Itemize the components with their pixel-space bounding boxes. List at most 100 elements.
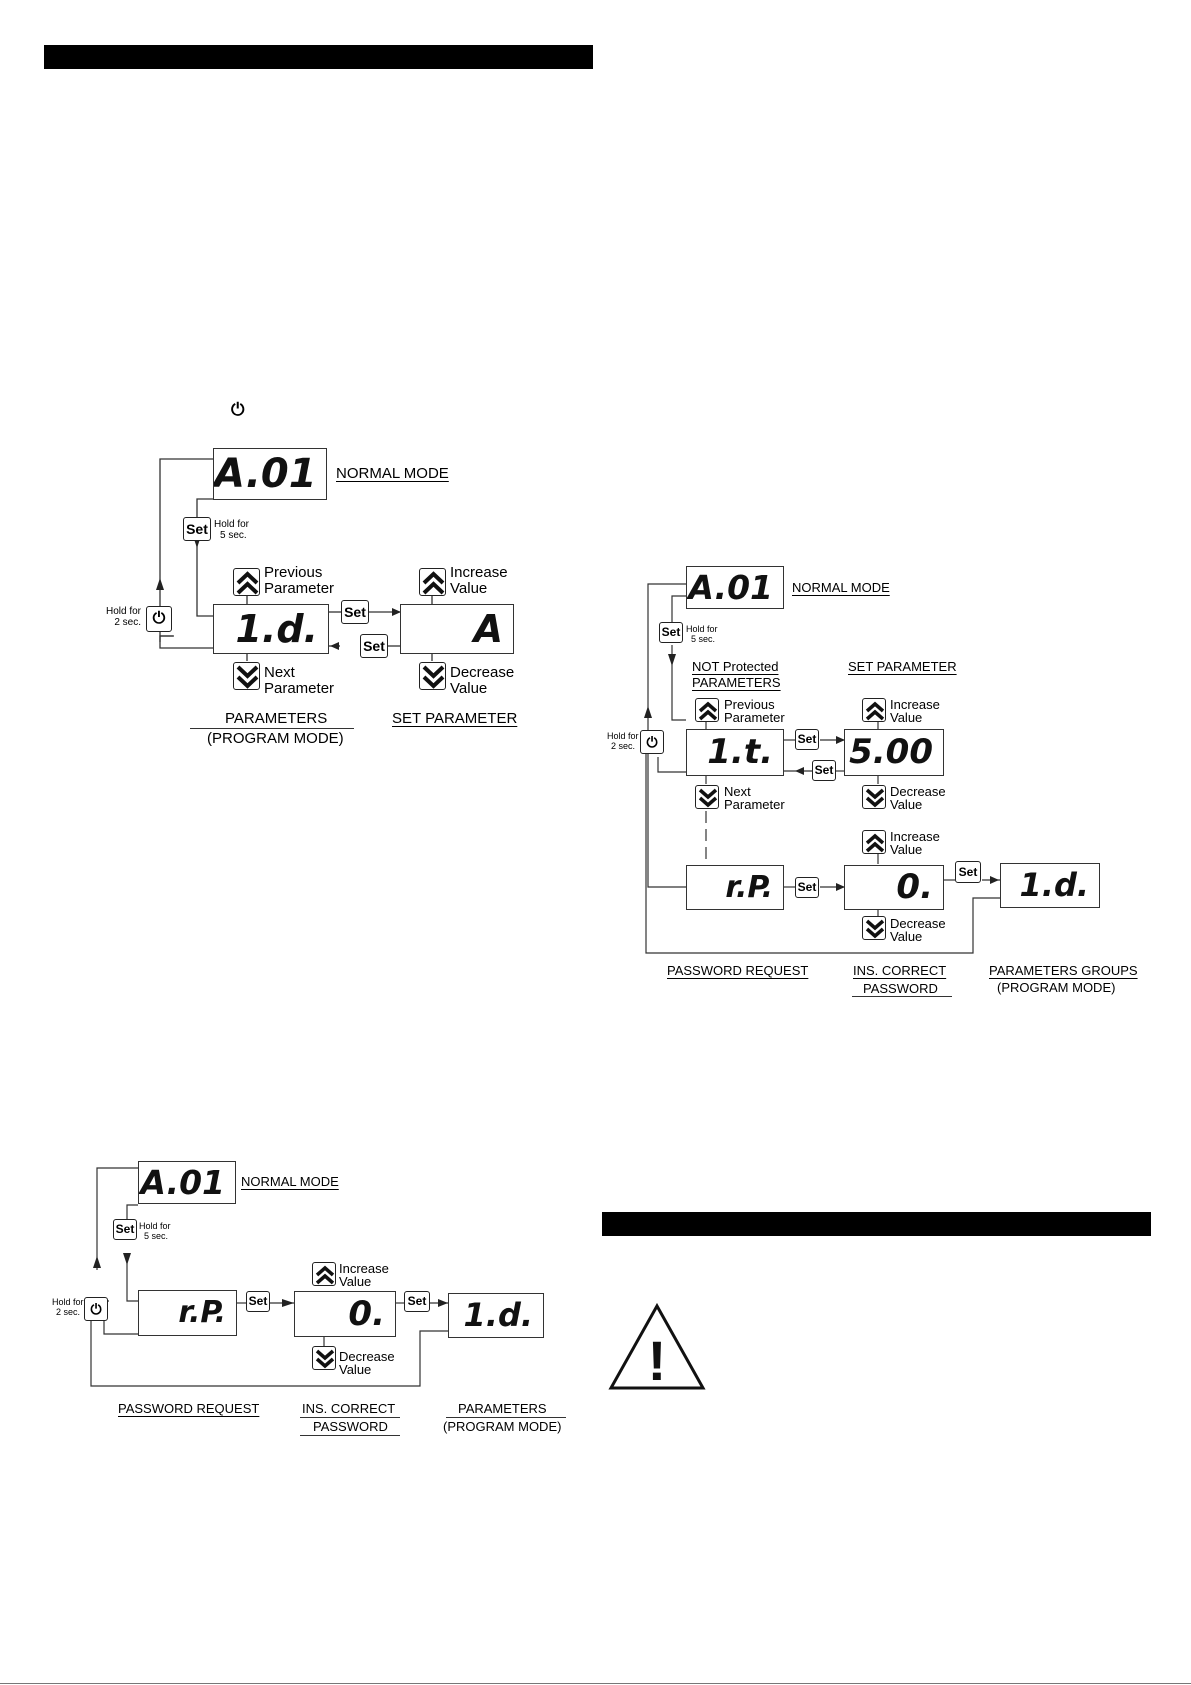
d2-hold5-line1: Hold for — [139, 1221, 171, 1231]
d3-inc-line2: Value — [890, 710, 923, 725]
d3-power-icon: ⏻ — [646, 734, 658, 750]
d1-inc-line1: Increase — [450, 564, 508, 581]
d2-password-rule — [300, 1435, 400, 1436]
power-icon: ⏻ — [231, 400, 245, 419]
d2-display-normal: A.01 — [138, 1161, 236, 1204]
d1-set-parameter-label: SET PARAMETER — [392, 710, 518, 727]
d3-decrease-value-2-label: Decrease Value — [890, 917, 946, 943]
d3-previous-parameter-chevron-up-icon[interactable] — [695, 698, 719, 722]
d3-parameters-groups-label: PARAMETERS GROUPS — [989, 963, 1138, 978]
d2-power-button[interactable]: ⏻ — [84, 1297, 108, 1321]
d2-password-request-label: PASSWORD REQUEST — [118, 1401, 260, 1416]
d3-dec-line2: Value — [890, 797, 923, 812]
d1-decrease-value-label: Decrease Value — [450, 665, 514, 697]
d2-display-zero: 0. — [294, 1291, 396, 1337]
d3-increase-value-label: Increase Value — [890, 698, 940, 724]
d3-previous-parameter-label: Previous Parameter — [724, 698, 785, 724]
d3-dec-line1: Decrease — [890, 784, 946, 799]
d1-previous-parameter-label: Previous Parameter — [264, 565, 334, 597]
d1-next-parameter-label: Next Parameter — [264, 665, 334, 697]
d1-set-back-button[interactable]: Set — [360, 634, 388, 658]
d1-next-line1: Next — [264, 664, 295, 681]
d2-inc-line2: Value — [339, 1274, 372, 1289]
d3-next-parameter-label: Next Parameter — [724, 785, 785, 811]
section-header-bar-right — [602, 1212, 1151, 1236]
warning-exclamation: ! — [648, 1329, 667, 1392]
d1-next-parameter-chevron-down-icon[interactable] — [233, 662, 260, 690]
d3-next-parameter-chevron-down-icon[interactable] — [695, 785, 719, 809]
d1-increase-value-chevron-up-icon[interactable] — [419, 568, 446, 596]
d3-display-it: 1.t. — [686, 729, 784, 776]
d1-parameters-label: PARAMETERS — [225, 710, 328, 727]
d1-display-normal: A.01 — [213, 448, 327, 500]
d1-set-forward-button[interactable]: Set — [341, 600, 369, 624]
d1-hold5-line2: 5 sec. — [220, 530, 247, 541]
d3-normal-mode-label: NORMAL MODE — [792, 580, 890, 595]
d1-previous-parameter-chevron-up-icon[interactable] — [233, 568, 260, 596]
d2-hold5-line2: 5 sec. — [144, 1231, 169, 1241]
d2-increase-value-chevron-up-icon[interactable] — [312, 1262, 336, 1286]
d2-password-label: PASSWORD — [313, 1419, 388, 1434]
d3-increase-value-2-chevron-up-icon[interactable] — [862, 830, 886, 854]
d2-set-confirm-button[interactable]: Set — [404, 1291, 430, 1312]
d3-display-param: 1.d. — [1000, 863, 1100, 908]
d3-ins-correct-label: INS. CORRECT — [853, 963, 947, 978]
d2-decrease-value-chevron-down-icon[interactable] — [312, 1346, 336, 1370]
d3-set-parameter-label: SET PARAMETER — [848, 659, 957, 674]
d2-dec-line1: Decrease — [339, 1349, 395, 1364]
d2-parameters-rule — [446, 1417, 566, 1418]
d2-dec-line2: Value — [339, 1362, 372, 1377]
d3-decrease-value-2-chevron-down-icon[interactable] — [862, 916, 886, 940]
d1-hold2-label: Hold for 2 sec. — [106, 606, 141, 628]
d2-hold5-label: Hold for 5 sec. — [139, 1221, 171, 1241]
d2-hold2-label: Hold for 2 sec. — [52, 1297, 84, 1317]
d3-hold2-label: Hold for 2 sec. — [607, 731, 639, 751]
d3-display-zero: 0. — [844, 865, 944, 910]
d2-set-hold-button[interactable]: Set — [113, 1219, 137, 1240]
d3-inc2-line2: Value — [890, 842, 923, 857]
d3-set-back-button[interactable]: Set — [812, 760, 836, 781]
d3-password-label: PASSWORD — [863, 981, 938, 996]
d3-increase-value-2-label: Increase Value — [890, 830, 940, 856]
d1-display-value: A — [400, 604, 514, 654]
d2-normal-mode-label: NORMAL MODE — [241, 1174, 339, 1189]
d1-hold5-label: Hold for 5 sec. — [214, 519, 249, 541]
d3-set-rp-button[interactable]: Set — [795, 877, 819, 898]
d2-hold2-line1: Hold for — [52, 1297, 84, 1307]
d3-prev-line1: Previous — [724, 697, 775, 712]
d1-dec-line1: Decrease — [450, 664, 515, 681]
d1-increase-value-label: Increase Value — [450, 565, 508, 597]
d3-set-forward-button[interactable]: Set — [795, 729, 819, 750]
d3-power-button[interactable]: ⏻ — [640, 730, 664, 754]
d3-not-protected-label: NOT Protected — [692, 659, 779, 674]
d2-display-rp: r.P. — [138, 1290, 237, 1336]
d3-increase-value-chevron-up-icon[interactable] — [862, 698, 886, 722]
d3-hold2-line2: 2 sec. — [611, 741, 636, 751]
d2-program-mode-label: (PROGRAM MODE) — [443, 1419, 562, 1434]
d2-increase-value-label: Increase Value — [339, 1262, 389, 1288]
d1-set-hold-button[interactable]: Set — [183, 517, 211, 541]
d1-program-mode-label: (PROGRAM MODE) — [207, 730, 344, 747]
d1-inc-line2: Value — [450, 580, 488, 597]
d3-inc-line1: Increase — [890, 697, 940, 712]
d1-prev-line2: Parameter — [264, 580, 335, 597]
d1-next-line2: Parameter — [264, 680, 335, 697]
d2-power-icon: ⏻ — [90, 1301, 102, 1317]
d2-ins-correct-label: INS. CORRECT — [302, 1401, 396, 1416]
d3-dec2-line1: Decrease — [890, 916, 946, 931]
d2-set-rp-button[interactable]: Set — [246, 1291, 270, 1312]
d3-hold5-label: Hold for 5 sec. — [686, 624, 718, 644]
d1-hold2-line2: 2 sec. — [114, 617, 142, 628]
d1-parameters-rule — [190, 728, 354, 729]
d3-program-mode-label: (PROGRAM MODE) — [997, 980, 1116, 995]
d3-display-normal: A.01 — [686, 566, 784, 609]
d1-power-button[interactable]: ⏻ — [146, 606, 172, 632]
d3-display-500: 5.00 — [844, 729, 944, 776]
d3-set-hold-button[interactable]: Set — [659, 622, 683, 643]
d1-decrease-value-chevron-down-icon[interactable] — [419, 662, 446, 690]
d3-hold5-line1: Hold for — [686, 624, 718, 634]
d1-prev-line1: Previous — [264, 564, 323, 581]
d3-set-confirm-button[interactable]: Set — [955, 861, 981, 883]
d3-decrease-value-chevron-down-icon[interactable] — [862, 785, 886, 809]
